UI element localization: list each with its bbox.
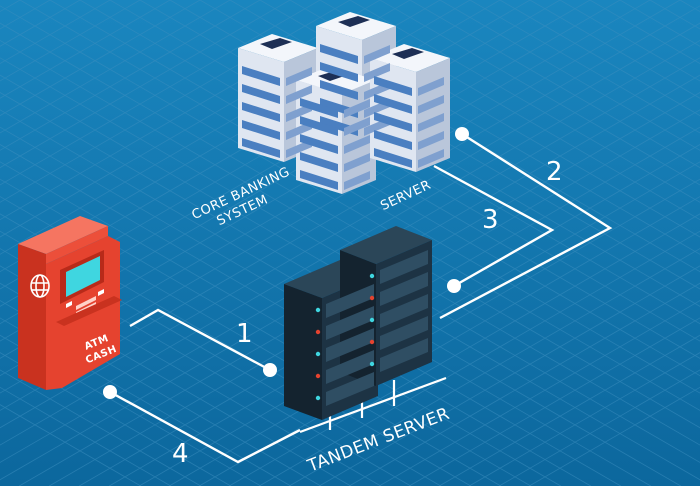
server-slot-side — [286, 85, 312, 104]
status-led — [315, 395, 321, 401]
server-slot — [242, 66, 280, 86]
server-slot-side — [344, 171, 370, 190]
status-led — [369, 273, 375, 279]
connection-line-1 — [129, 308, 271, 372]
server-slot — [242, 102, 280, 122]
rack-unit — [326, 350, 374, 384]
server-slot-side — [286, 121, 312, 140]
server-slot — [374, 112, 412, 132]
connection-dot-3 — [447, 279, 461, 293]
server-slot — [300, 170, 338, 190]
server-slot-side — [364, 63, 390, 82]
server-slot-side — [286, 103, 312, 122]
server-slot — [300, 116, 338, 136]
connection-line-4 — [109, 390, 301, 464]
server-slot — [300, 134, 338, 154]
status-led — [369, 339, 375, 345]
status-led — [315, 329, 321, 335]
atm-machine: ATM CASH — [18, 216, 122, 390]
connection-dots — [103, 127, 469, 399]
connection-line-2 — [439, 132, 613, 320]
server-slot — [242, 120, 280, 140]
connection-number-2: 2 — [546, 157, 563, 187]
rack-units — [315, 250, 428, 406]
server-slot-side — [344, 117, 370, 136]
atm-screen — [66, 256, 100, 297]
server-slot — [320, 80, 358, 100]
status-led — [369, 361, 375, 367]
connection-line-3 — [433, 164, 555, 288]
server-slot-side — [418, 95, 444, 114]
rack-unit — [326, 372, 374, 406]
server-slot-side — [418, 113, 444, 132]
connection-lines — [109, 132, 613, 464]
server-slot-side — [344, 99, 370, 118]
connection-dot-4 — [103, 385, 117, 399]
server-slots — [242, 44, 444, 190]
rack-unit — [326, 328, 374, 362]
rack-unit — [326, 306, 374, 340]
server-slot — [374, 130, 412, 150]
server-slot — [374, 76, 412, 96]
server-slot — [300, 98, 338, 118]
server-slot-side — [418, 131, 444, 150]
server-slot — [320, 44, 358, 64]
connection-dot-1 — [263, 363, 277, 377]
rack-unit — [380, 316, 428, 350]
server-slot — [374, 94, 412, 114]
server-slot-side — [344, 135, 370, 154]
globe-icon — [30, 274, 50, 298]
server-slot-side — [364, 45, 390, 64]
connection-number-1: 1 — [236, 319, 253, 349]
connection-number-3: 3 — [482, 205, 499, 235]
status-led — [369, 295, 375, 301]
server-slot — [242, 84, 280, 104]
rack-unit — [326, 284, 374, 318]
tandem-server — [284, 226, 447, 434]
status-led — [315, 373, 321, 379]
server-slot-side — [344, 153, 370, 172]
server-slot — [374, 148, 412, 168]
server-slot-side — [286, 67, 312, 86]
server-slot-side — [286, 139, 312, 158]
server-slot — [320, 62, 358, 82]
rack-unit — [380, 338, 428, 372]
server-slot — [242, 138, 280, 158]
server-slot-side — [418, 77, 444, 96]
rack-unit — [380, 272, 428, 306]
core-banking-servers — [238, 12, 450, 194]
status-led — [315, 351, 321, 357]
connection-number-4: 4 — [172, 439, 189, 469]
rack-unit — [380, 250, 428, 284]
rack-unit — [380, 294, 428, 328]
server-slot-side — [418, 149, 444, 168]
connection-dot-2 — [455, 127, 469, 141]
status-led — [315, 307, 321, 313]
status-led — [369, 317, 375, 323]
server-slot — [300, 152, 338, 172]
